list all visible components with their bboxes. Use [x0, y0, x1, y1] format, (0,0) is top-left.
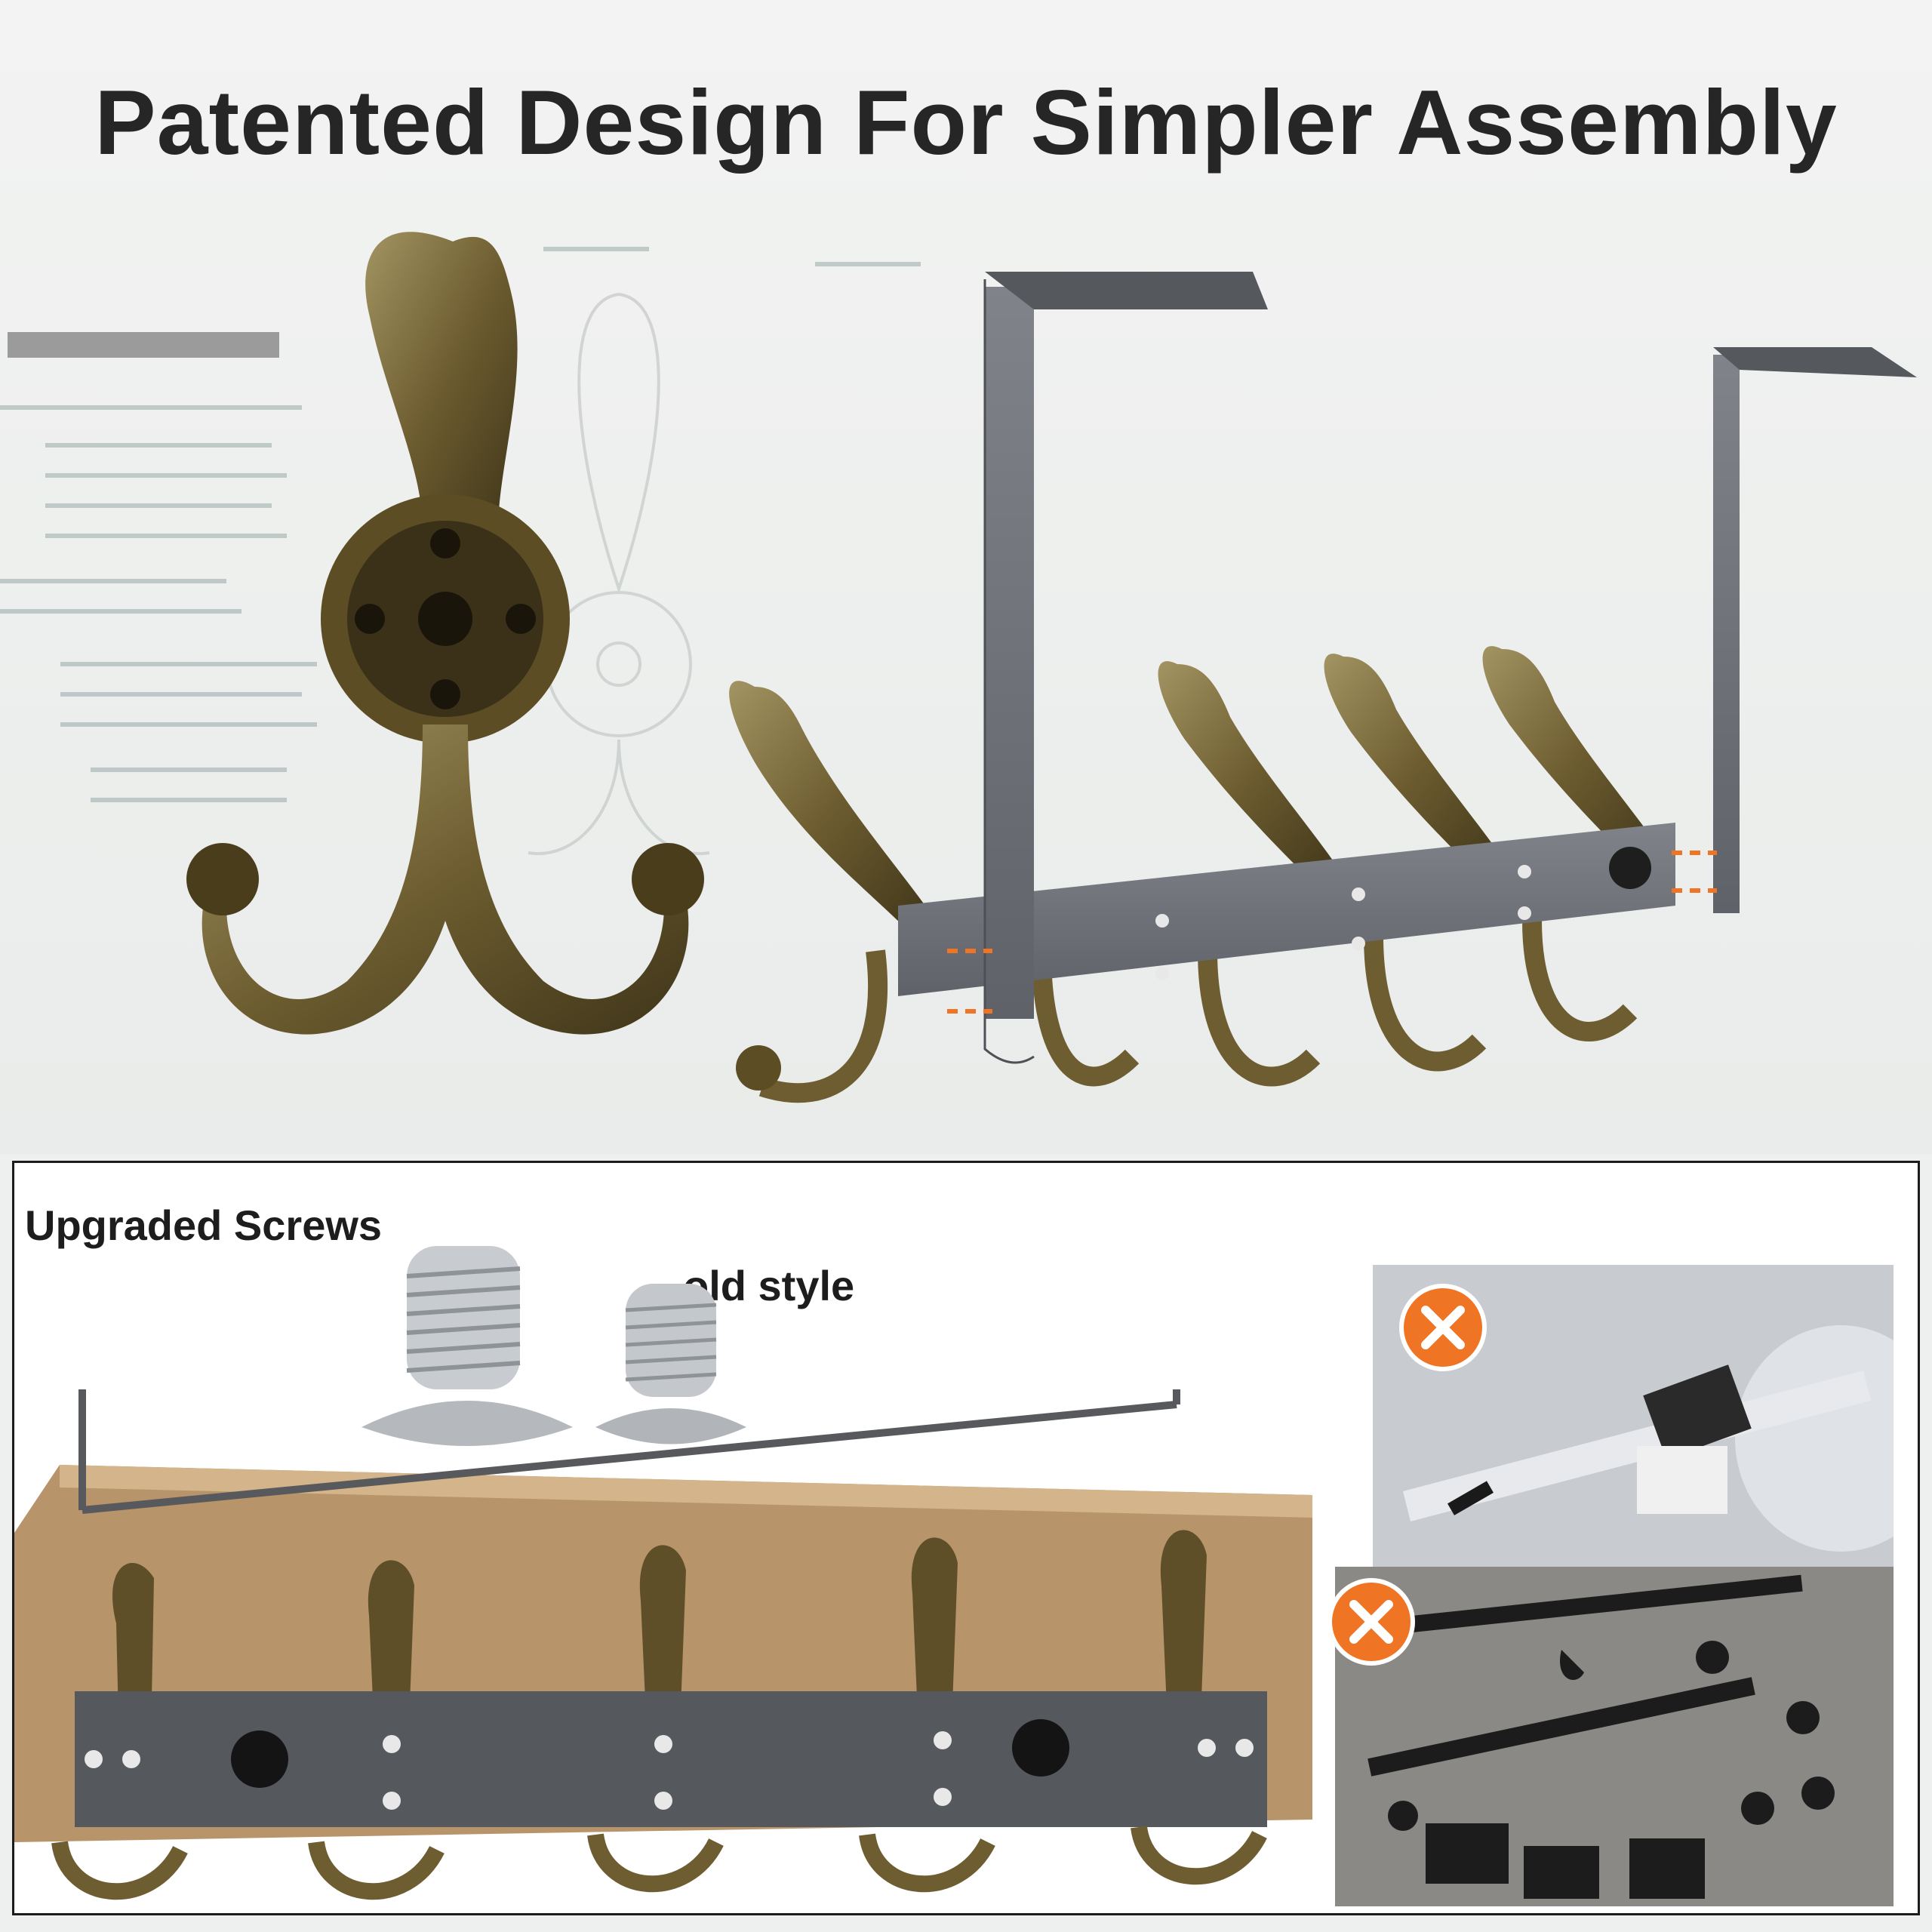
- wrong-marker-x-icon: [1327, 1578, 1415, 1666]
- hero-illustration: [186, 232, 1917, 1103]
- old-style-screw-image: [595, 1284, 746, 1444]
- hook-closeup: [186, 232, 704, 1035]
- rack-assembly-illustration: [729, 272, 1917, 1103]
- rack-on-box-image: [14, 1389, 1312, 1900]
- comparison-panel: Upgraded Screws old style: [12, 1161, 1920, 1915]
- upgraded-screws-label: Upgraded Screws: [25, 1201, 383, 1249]
- messy-packaging-photo: [1373, 1265, 1894, 1582]
- page-title: Patented Design For Simpler Assembly: [94, 71, 1838, 174]
- patent-document-background: [0, 247, 921, 856]
- upgraded-screw-image: [361, 1246, 573, 1446]
- loose-parts-photo: [1335, 1567, 1894, 1906]
- wrong-marker-x-icon: [1399, 1284, 1487, 1371]
- hero-section: Patented Design For Simpler Assembly: [0, 0, 1932, 1155]
